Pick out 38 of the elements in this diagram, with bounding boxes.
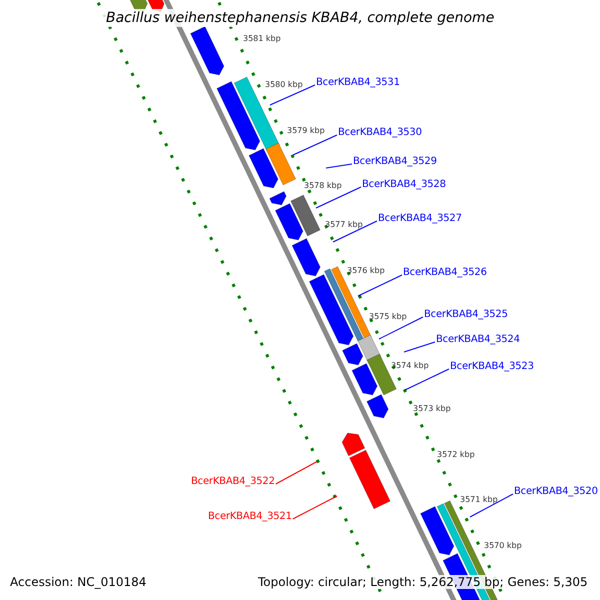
leader-line: [270, 84, 316, 106]
gene-label: BcerKBAB4_3523: [450, 362, 534, 372]
gene-label: BcerKBAB4_3520: [514, 487, 598, 497]
scale-label: 3578 kbp: [304, 182, 342, 190]
topology-text: Topology: circular; Length: 5,262,775 bp; Genes: 5,305: [256, 575, 590, 589]
leader-line: [378, 316, 424, 340]
scale-label: 3575 kbp: [369, 313, 407, 321]
scale-label: 3576 kbp: [347, 267, 385, 275]
gene-label: BcerKBAB4_3524: [436, 335, 520, 345]
accession-text: Accession: NC_010184: [8, 575, 148, 589]
leader-line: [316, 186, 362, 208]
gene-label: BcerKBAB4_3525: [424, 310, 508, 320]
leader-line: [470, 494, 514, 518]
leader-line: [292, 134, 338, 156]
gene-label: BcerKBAB4_3522: [191, 477, 275, 487]
leader-line: [404, 342, 436, 352]
scale-label: 3571 kbp: [460, 496, 498, 504]
leader-line: [326, 164, 352, 168]
gene-label: BcerKBAB4_3531: [316, 78, 400, 88]
scale-label: 3577 kbp: [325, 221, 363, 229]
scale-label: 3579 kbp: [287, 127, 325, 135]
gene-label: BcerKBAB4_3528: [362, 180, 446, 190]
scale-label: 3580 kbp: [265, 81, 303, 89]
leader-line: [358, 274, 402, 296]
scale-label: 3574 kbp: [391, 362, 429, 370]
leader-line: [275, 460, 318, 484]
gene-label: BcerKBAB4_3521: [208, 512, 292, 522]
scale-label: 3581 kbp: [243, 35, 281, 43]
scale-label: 3572 kbp: [437, 451, 475, 459]
leader-line: [332, 220, 378, 242]
scale-label: 3573 kbp: [413, 405, 451, 413]
scale-label: 3570 kbp: [484, 542, 522, 550]
leader-line: [292, 496, 338, 520]
gene-label: BcerKBAB4_3527: [378, 214, 462, 224]
gene-label: BcerKBAB4_3530: [338, 128, 422, 138]
leader-line: [404, 368, 450, 390]
gene-label: BcerKBAB4_3526: [403, 268, 487, 278]
gene-label: BcerKBAB4_3529: [353, 157, 437, 167]
